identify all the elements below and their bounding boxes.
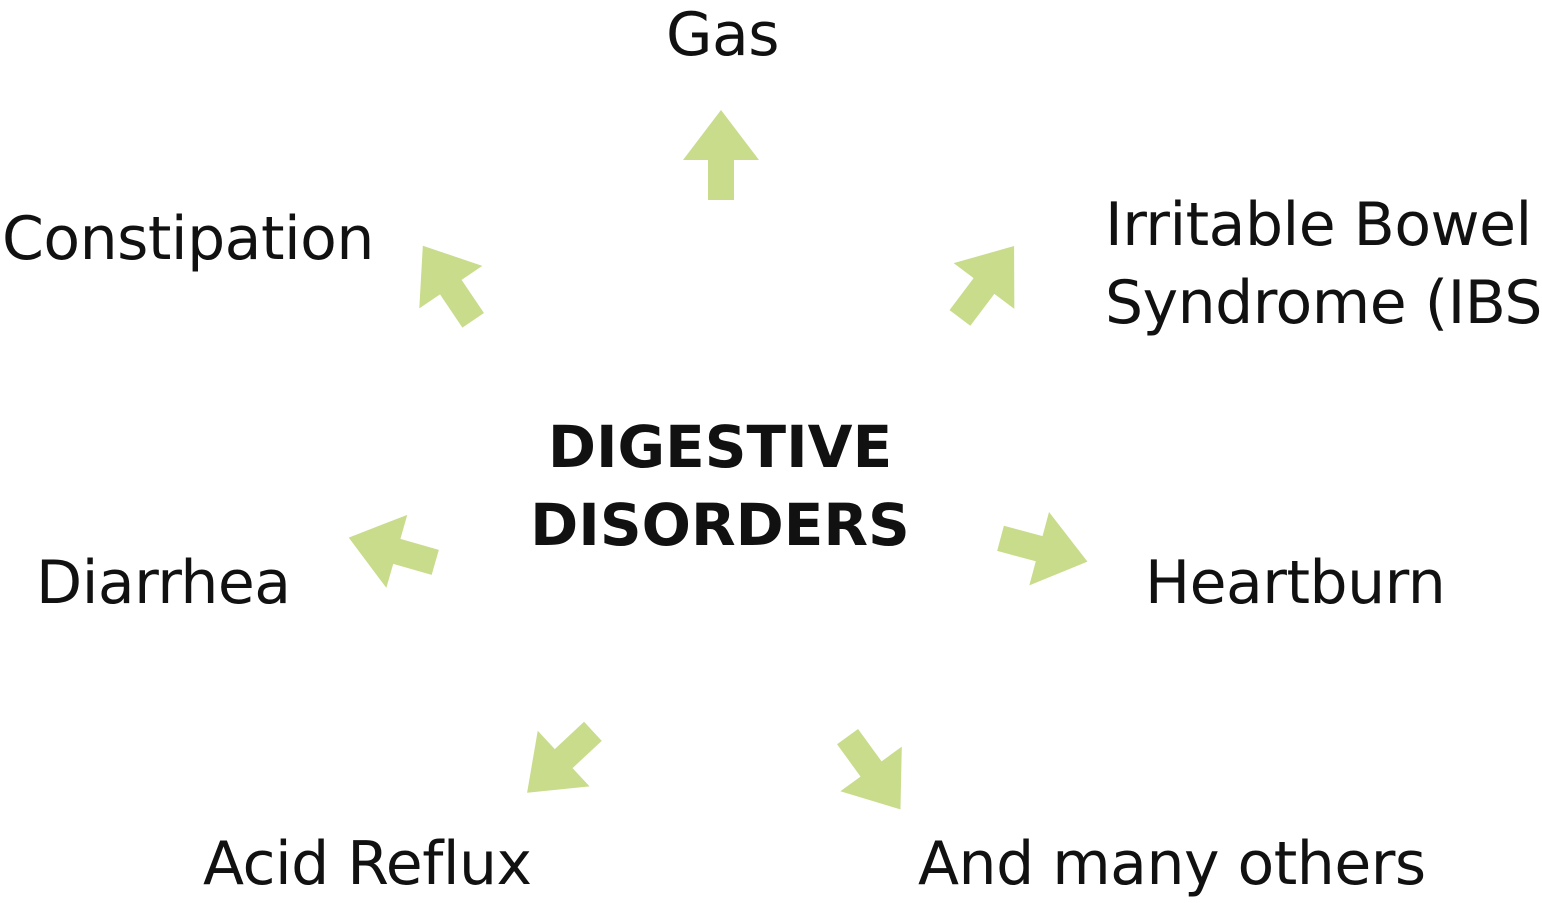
node-ibs-line2: Syndrome (IBS)	[1105, 268, 1542, 338]
arrow-to-acid-reflux	[527, 721, 602, 793]
arrow-to-diarrhea	[348, 514, 439, 588]
node-others: And many others	[918, 829, 1426, 899]
center-title: DIGESTIVE DISORDERS	[520, 408, 920, 565]
arrow-to-ibs	[949, 246, 1015, 326]
arrow-to-gas	[683, 110, 759, 200]
node-gas: Gas	[666, 0, 780, 70]
node-diarrhea: Diarrhea	[36, 548, 291, 618]
arrow-to-heartburn	[997, 512, 1088, 586]
center-title-line2: DISORDERS	[530, 491, 910, 560]
node-heartburn: Heartburn	[1145, 548, 1446, 618]
node-ibs-line1: Irritable Bowel	[1105, 190, 1532, 260]
center-title-line1: DIGESTIVE	[547, 413, 893, 481]
arrow-to-constipation	[419, 245, 484, 328]
node-acid-reflux: Acid Reflux	[203, 829, 532, 899]
arrow-to-others	[837, 728, 902, 810]
node-constipation: Constipation	[2, 204, 374, 274]
